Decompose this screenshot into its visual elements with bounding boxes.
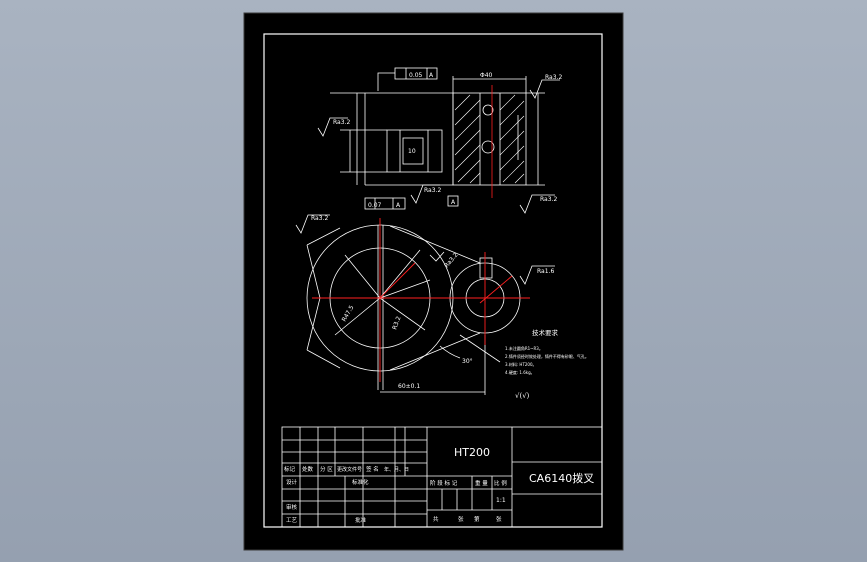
roughness-label-a: Ra3.2 bbox=[545, 74, 562, 81]
roughness-symbols-front bbox=[295, 214, 555, 285]
header-label: 分 区 bbox=[320, 465, 333, 473]
hatch-left bbox=[454, 94, 481, 184]
tech-req-item: 3.材料: HT200。 bbox=[505, 361, 537, 367]
header-label: 更改文件号 bbox=[337, 466, 362, 473]
part-name: CA6140拨叉 bbox=[529, 471, 594, 485]
tol-top-datum: A bbox=[429, 72, 434, 79]
roughness-label-g: Ra3.2 bbox=[540, 196, 557, 203]
title-block bbox=[281, 426, 603, 528]
header-label: 标记 bbox=[284, 465, 296, 473]
scale-value: 1:1 bbox=[496, 497, 506, 504]
material-label: HT200 bbox=[454, 446, 490, 459]
standardize-label: 标准化 bbox=[352, 478, 369, 486]
review-label: 审核 bbox=[286, 503, 298, 511]
dim-slot: 10 bbox=[408, 148, 416, 155]
roughness-label-b: Ra3.2 bbox=[333, 119, 350, 126]
tolerance-frame-top bbox=[394, 67, 438, 80]
dim-bottom: 60±0.1 bbox=[398, 383, 420, 390]
sheet-label: 共 bbox=[433, 515, 439, 523]
datum-a-box bbox=[447, 195, 459, 207]
design-label: 设计 bbox=[286, 478, 298, 486]
stage-label: 阶 段 标 记 bbox=[430, 479, 458, 487]
tol-bottom-datum: A bbox=[396, 202, 401, 209]
header-label: 处数 bbox=[302, 465, 314, 473]
roughness-rest-symbol: √(√) bbox=[515, 392, 530, 400]
header-label: 年、月、日 bbox=[384, 466, 409, 473]
weight-label: 重 量 bbox=[475, 479, 488, 487]
roughness-symbols-top bbox=[317, 79, 560, 214]
header-label: 签 名 bbox=[366, 465, 379, 473]
tol-bottom-value: 0.07 bbox=[368, 202, 382, 209]
tech-req-item: 1.未注圆角R1~R3。 bbox=[505, 345, 543, 351]
tolerance-frame-bottom bbox=[364, 197, 406, 210]
section-view bbox=[330, 67, 545, 210]
process-label: 工艺 bbox=[286, 517, 298, 524]
sheet-label: 第 bbox=[474, 515, 480, 523]
tech-req-item: 4.硬度: 1.6kg。 bbox=[505, 369, 535, 375]
roughness-label-e: Ra1.6 bbox=[537, 268, 554, 275]
dim-radius-small: R3.2 bbox=[391, 315, 402, 330]
approve-label: 批准 bbox=[355, 516, 367, 524]
tech-req-item: 2.铸件须经时效处理，铸件不得有砂眼、气孔。 bbox=[505, 353, 589, 359]
roughness-label-c: Ra3.2 bbox=[424, 187, 441, 194]
drawing-background bbox=[243, 12, 624, 551]
title-block-text: HT200 CA6140拨叉 标记 处数 分 区 更改文件号 签 名 年、月、日… bbox=[284, 446, 594, 524]
sheet-label: 张 bbox=[496, 515, 502, 523]
tol-top-value: 0.05 bbox=[409, 72, 423, 79]
scale-label: 比 例 bbox=[494, 479, 507, 487]
sheet-label: 张 bbox=[458, 515, 464, 523]
tech-req-title: 技术要求 bbox=[532, 328, 559, 337]
roughness-label-d: Ra3.2 bbox=[311, 215, 328, 222]
technical-requirements: 技术要求 1.未注圆角R1~R3。 2.铸件须经时效处理，铸件不得有砂眼、气孔。… bbox=[505, 328, 589, 400]
datum-a-label: A bbox=[451, 199, 456, 206]
hatch-right bbox=[499, 94, 525, 184]
centerlines-front bbox=[312, 218, 530, 382]
dim-angle: 30° bbox=[462, 358, 473, 365]
dim-top-width: Φ40 bbox=[480, 72, 493, 79]
